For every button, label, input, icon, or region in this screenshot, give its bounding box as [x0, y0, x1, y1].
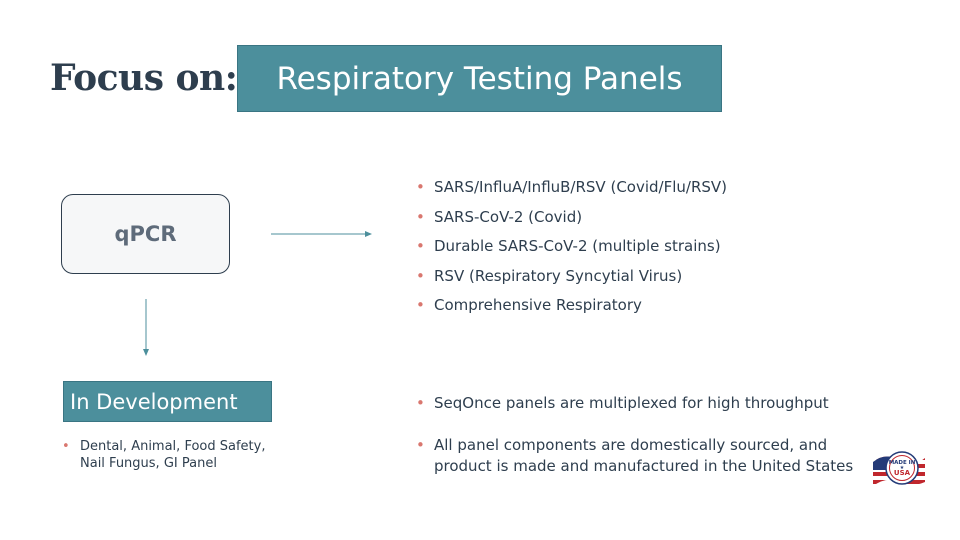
panel-item: Comprehensive Respiratory [416, 291, 727, 321]
arrow-right-icon [271, 231, 372, 237]
made-in-usa-badge-icon: MADE IN USA ★ [873, 451, 925, 486]
panel-item: SARS/InfluA/InfluB/RSV (Covid/Flu/RSV) [416, 173, 727, 203]
svg-text:★: ★ [900, 465, 905, 471]
feature-item: All panel components are domestically so… [416, 435, 874, 477]
page-title: Respiratory Testing Panels [276, 60, 683, 97]
in-development-list: Dental, Animal, Food Safety, Nail Fungus… [62, 438, 292, 472]
title-banner: Respiratory Testing Panels [237, 45, 722, 112]
panel-item: SARS-CoV-2 (Covid) [416, 203, 727, 233]
panel-item: RSV (Respiratory Syncytial Virus) [416, 262, 727, 292]
in-development-banner: In Development [63, 381, 272, 422]
panel-item: Durable SARS-CoV-2 (multiple strains) [416, 232, 727, 262]
in-development-label: In Development [70, 389, 238, 414]
badge-top-text: MADE IN [889, 460, 916, 466]
feature-item: SeqOnce panels are multiplexed for high … [416, 393, 874, 414]
feature-list: SeqOnce panels are multiplexed for high … [416, 393, 874, 477]
panel-list: SARS/InfluA/InfluB/RSV (Covid/Flu/RSV) S… [416, 173, 727, 321]
badge-bottom-text: USA [894, 469, 911, 477]
qpcr-label: qPCR [114, 222, 177, 246]
in-development-item: Dental, Animal, Food Safety, Nail Fungus… [62, 438, 292, 472]
focus-label: Focus on: [50, 57, 238, 99]
qpcr-box: qPCR [61, 194, 230, 274]
arrow-down-icon [143, 299, 149, 356]
